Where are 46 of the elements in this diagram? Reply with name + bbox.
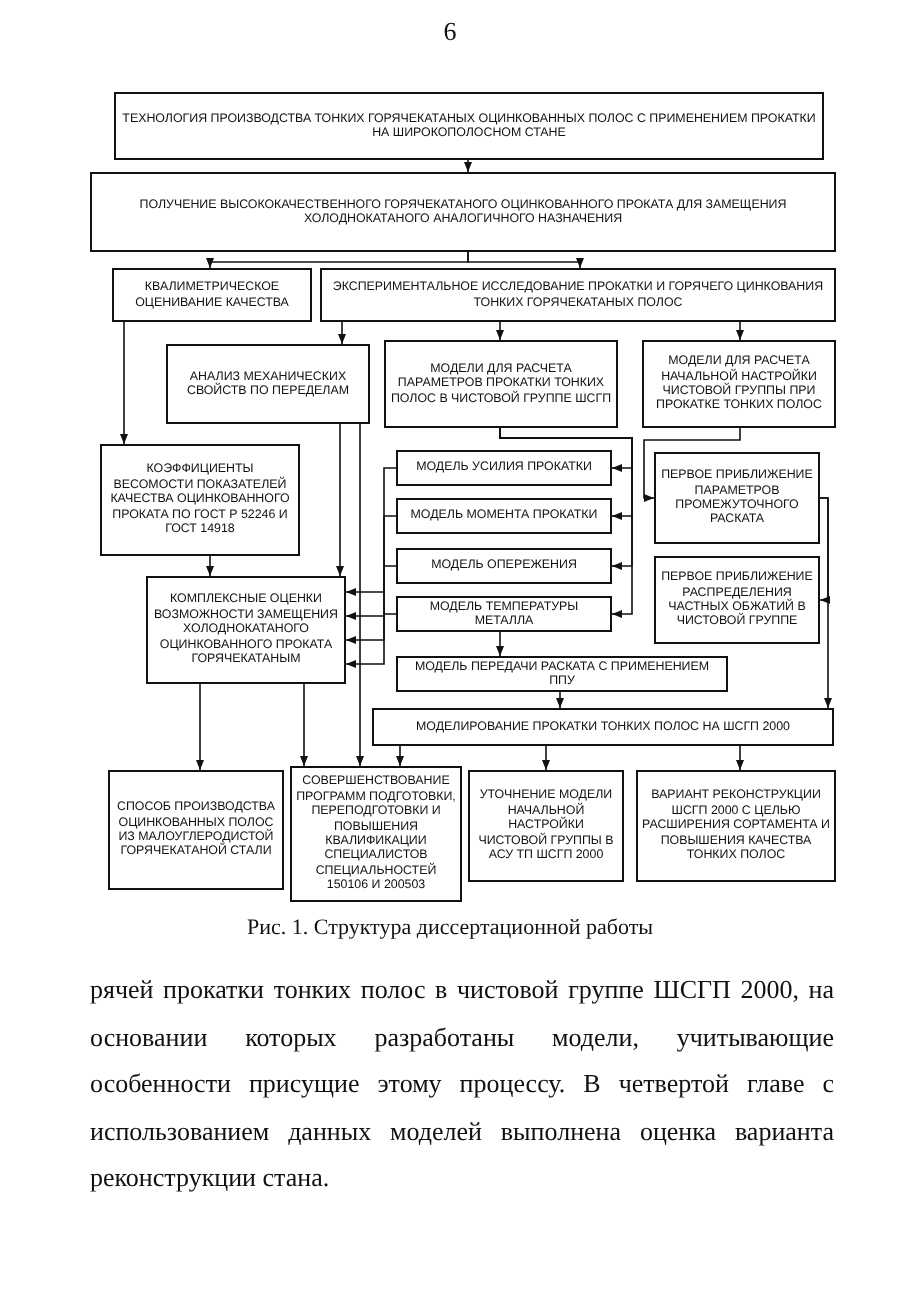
arrow <box>336 423 344 577</box>
arrow <box>345 565 397 644</box>
arrow <box>338 321 346 345</box>
arrow <box>556 691 564 709</box>
process-box <box>108 770 284 890</box>
process-box <box>146 576 346 684</box>
process-box <box>320 268 836 322</box>
process-box <box>384 340 618 428</box>
process-box <box>112 268 312 322</box>
arrow <box>300 683 308 767</box>
arrow <box>196 683 204 771</box>
process-box <box>468 770 624 882</box>
arrow <box>206 555 214 577</box>
process-box <box>654 556 820 644</box>
process-box <box>100 444 300 556</box>
arrow <box>467 251 584 269</box>
arrow <box>345 613 397 668</box>
arrow <box>345 467 397 596</box>
arrow <box>736 321 744 341</box>
process-box <box>396 596 612 632</box>
process-box <box>166 344 370 424</box>
process-box <box>396 450 612 486</box>
process-box <box>372 708 834 746</box>
process-box <box>396 656 728 692</box>
arrow <box>496 631 504 657</box>
process-box <box>642 340 836 428</box>
arrow <box>120 321 128 445</box>
process-box <box>396 548 612 584</box>
process-box <box>90 172 836 252</box>
arrow <box>819 497 832 709</box>
arrow <box>396 745 404 767</box>
arrow <box>542 745 550 771</box>
process-box <box>654 452 820 544</box>
process-box <box>114 92 824 160</box>
arrow <box>496 321 504 341</box>
arrow <box>499 427 633 618</box>
figure-caption: Рис. 1. Структура диссертационной работы <box>244 916 656 940</box>
process-box <box>396 498 612 534</box>
arrow <box>356 423 364 767</box>
page-number: 6 <box>441 16 459 48</box>
arrow <box>736 745 744 771</box>
process-box <box>636 770 836 882</box>
arrow <box>464 159 472 173</box>
body-paragraph: рячей прокатки тонких полос в чистовой группе ШСГП 2000, на основании которых разработаны модели, учитывающие особенности присущие этому процессу. В четвертой главе с использованием данных моделей выполнена оценка варианта реконструкции стана. <box>90 972 834 1196</box>
arrow <box>643 427 741 502</box>
arrow <box>345 515 397 620</box>
